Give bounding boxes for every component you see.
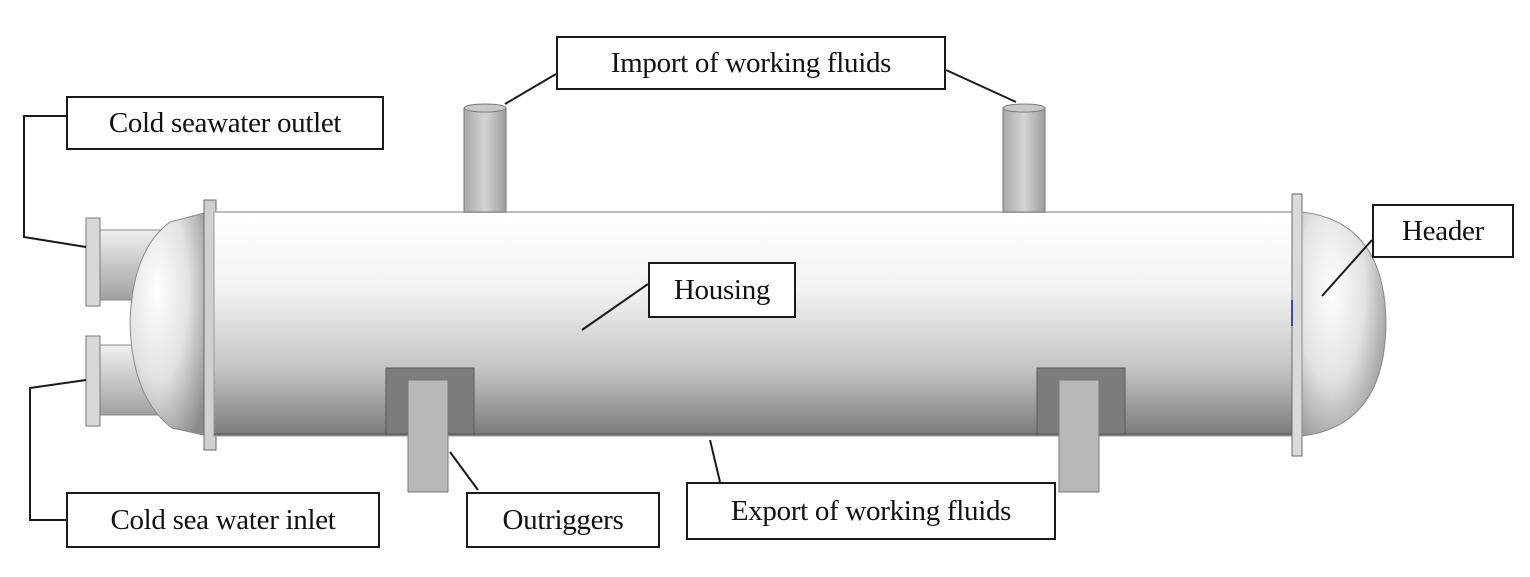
export-working-fluids-label: Export of working fluids [686,482,1056,540]
outrigger-left [385,367,475,493]
left-head-cap [129,211,209,437]
outrigger-right [1036,367,1126,493]
leader-import-right [945,69,1017,103]
housing-label: Housing [648,262,796,318]
cold-seawater-outlet-label: Cold seawater outlet [66,96,384,150]
leader-export [709,439,721,483]
leader-outriggers [449,451,479,491]
leader-import-left [504,73,557,105]
right-flange [1291,193,1303,457]
leader-lines [23,69,1373,521]
leader-header [1321,239,1373,297]
leader-cold-inlet [29,379,87,521]
header-label: Header [1372,204,1514,258]
leader-housing [581,283,649,331]
import-nozzle-right [1002,103,1046,213]
right-header-dome [1301,211,1387,437]
cold-sea-water-inlet-label: Cold sea water inlet [66,492,380,548]
shell-body [213,211,1299,437]
leader-cold-outlet [23,115,87,248]
outriggers-label: Outriggers [466,492,660,548]
import-working-fluids-label: Import of working fluids [556,36,946,90]
import-nozzle-left [463,103,507,213]
